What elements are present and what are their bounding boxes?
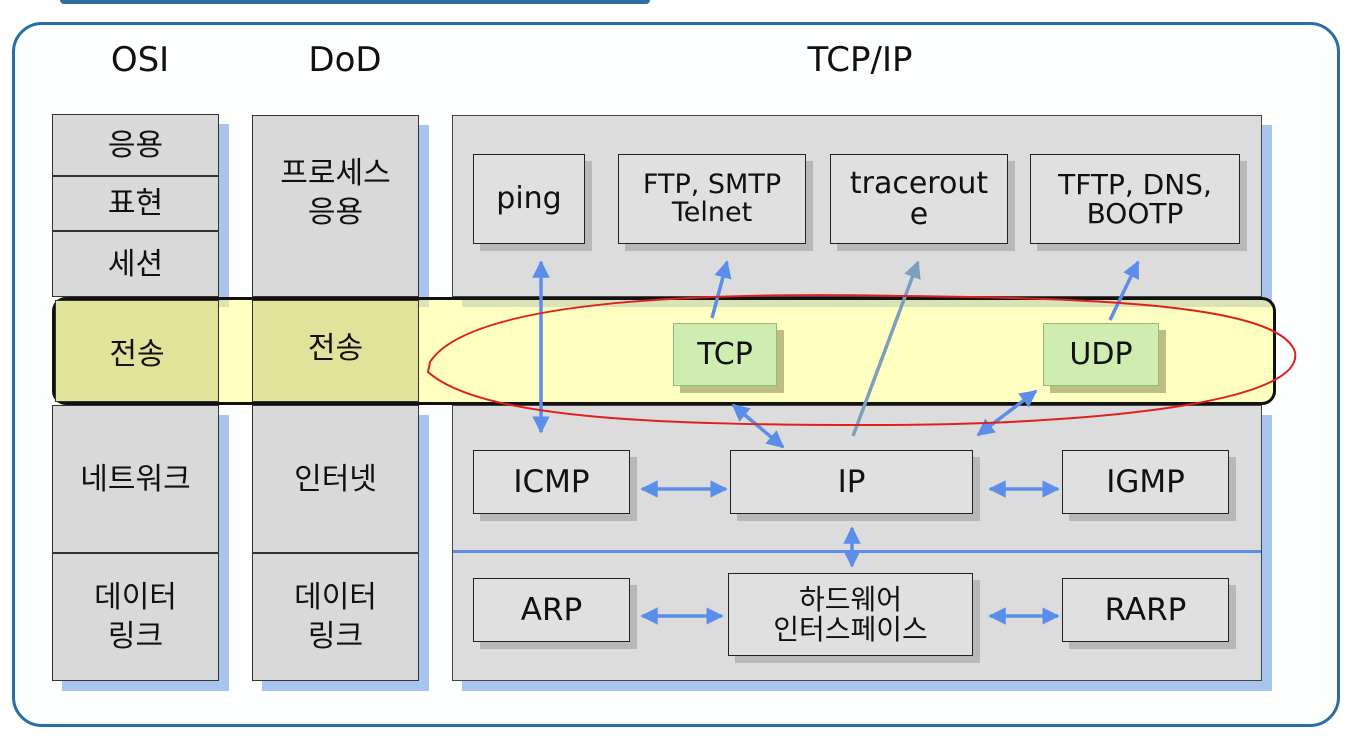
- osi-application-label: 응용: [107, 127, 164, 163]
- tftp-dns-bootp-box: TFTP, DNS, BOOTP: [1030, 154, 1240, 244]
- udp-label: UDP: [1069, 337, 1133, 372]
- igmp-label: IGMP: [1106, 463, 1185, 500]
- dod-internet-label: 인터넷: [294, 461, 377, 497]
- udp-ip-arrow: [976, 389, 1038, 437]
- osi-network-layer: 네트워크: [52, 405, 219, 553]
- arp-label: ARP: [520, 591, 583, 628]
- dod-datalink-label: 데이터 링크: [294, 580, 377, 654]
- dod-process-label: 프로세스 응용: [280, 156, 391, 230]
- rarp-box: RARP: [1062, 578, 1229, 642]
- dod-process-layer: 프로세스 응용: [252, 115, 419, 297]
- icmp-box: ICMP: [473, 450, 630, 514]
- traceroute-label: tracerout e: [849, 165, 989, 232]
- ftp-smtp-telnet-label: FTP, SMTP Telnet: [642, 168, 782, 228]
- ip-box: IP: [730, 450, 973, 514]
- traceroute-box: tracerout e: [830, 154, 1008, 244]
- osi-application-layer: 응용: [52, 114, 219, 176]
- osi-datalink-layer: 데이터 링크: [52, 553, 219, 681]
- hardware-interface-label: 하드웨어 인터스페이스: [773, 583, 928, 646]
- dod-internet-layer: 인터넷: [252, 405, 419, 553]
- transport-annotation-ellipse: [426, 294, 1297, 427]
- icmp-label: ICMP: [513, 463, 590, 500]
- osi-session-layer: 세션: [52, 231, 219, 297]
- tcp-label: TCP: [697, 337, 753, 372]
- dod-datalink-layer: 데이터 링크: [252, 553, 419, 681]
- osi-transport-label: 전송: [109, 337, 165, 372]
- rarp-label: RARP: [1104, 591, 1187, 628]
- igmp-box: IGMP: [1062, 450, 1229, 514]
- dod-column-title: DoD: [308, 40, 382, 80]
- udp-box: UDP: [1043, 323, 1159, 386]
- top-accent-bar: [60, 0, 650, 4]
- ping-box: ping: [473, 154, 585, 244]
- ip-traceroute-arrow: [851, 260, 921, 437]
- osi-session-label: 세션: [107, 246, 164, 282]
- udp-tftp-arrow: [1108, 260, 1140, 321]
- osi-datalink-label: 데이터 링크: [94, 580, 177, 654]
- ftp-smtp-telnet-box: FTP, SMTP Telnet: [618, 154, 806, 244]
- osi-presentation-label: 표현: [107, 186, 164, 221]
- dod-transport-layer: 전송: [252, 300, 419, 402]
- dod-transport-label: 전송: [307, 331, 364, 366]
- arp-box: ARP: [473, 578, 630, 642]
- ip-label: IP: [837, 463, 866, 500]
- tftp-dns-bootp-label: TFTP, DNS, BOOTP: [1058, 167, 1212, 230]
- osi-transport-layer: 전송: [55, 300, 219, 402]
- hardware-interface-box: 하드웨어 인터스페이스: [728, 573, 973, 656]
- ping-label: ping: [496, 181, 562, 217]
- osi-network-label: 네트워크: [80, 461, 191, 497]
- osi-presentation-layer: 표현: [52, 176, 219, 231]
- tcp-ftp-arrow: [710, 260, 732, 319]
- osi-column-title: OSI: [110, 40, 170, 80]
- tcp-ip-arrow: [731, 403, 785, 449]
- tcp-box: TCP: [673, 323, 777, 386]
- tcpip-column-title: TCP/IP: [807, 40, 913, 80]
